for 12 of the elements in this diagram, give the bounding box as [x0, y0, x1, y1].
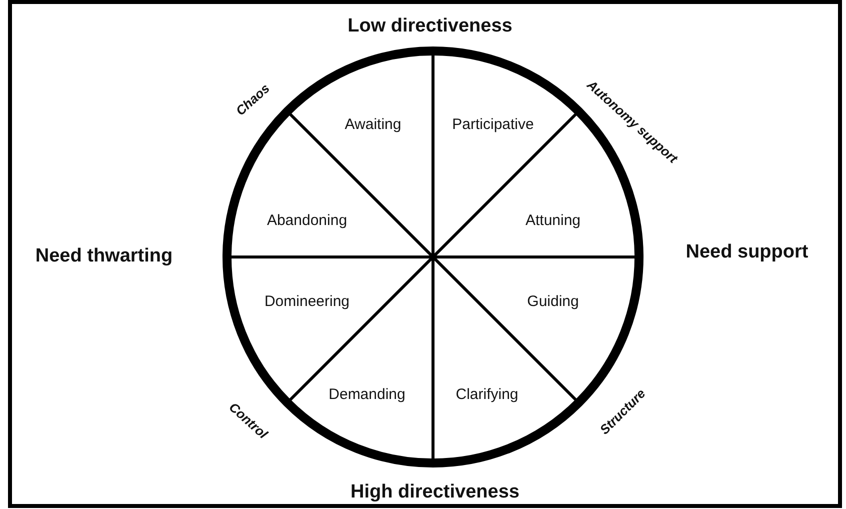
sector-label: Guiding [527, 294, 579, 310]
axis-label: High directiveness [350, 482, 520, 504]
axis-label: Need thwarting [35, 246, 173, 268]
axis-label: Need support [686, 242, 808, 264]
axis-label: Low directiveness [348, 16, 512, 38]
sector-label: Attuning [525, 212, 581, 230]
sector-label: Abandoning [266, 212, 348, 230]
sector-label: Domineering [264, 294, 350, 310]
sector-label: Participative [452, 116, 534, 134]
sector-label: Demanding [328, 386, 406, 404]
sector-label: Awaiting [344, 116, 402, 134]
sector-label: Clarifying [456, 386, 518, 404]
